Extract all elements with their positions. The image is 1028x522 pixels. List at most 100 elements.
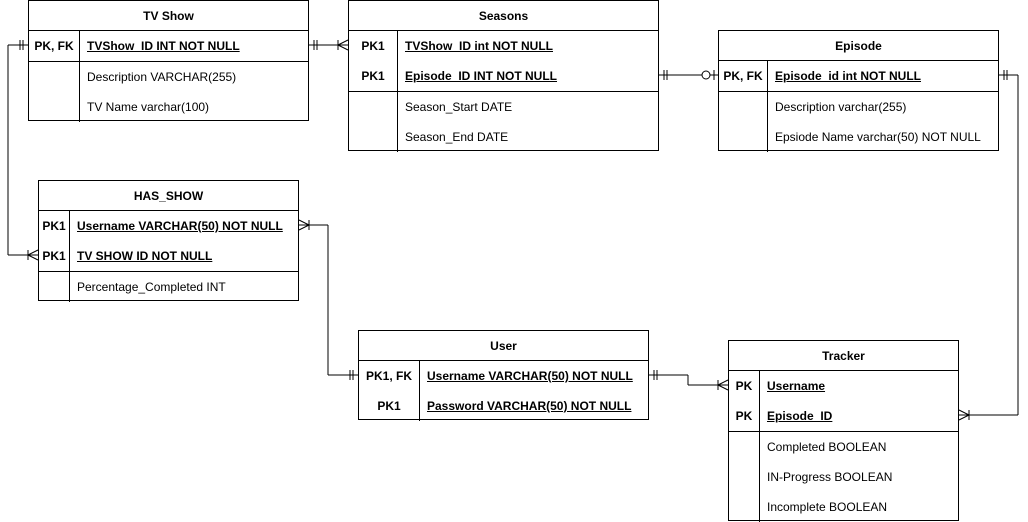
attribute-field: Description varchar(255) — [775, 100, 907, 114]
attribute-field: Description VARCHAR(255) — [87, 70, 237, 84]
key-row: PK1 Password VARCHAR(50) NOT NULL — [359, 391, 648, 421]
attribute-section: Percentage_Completed INT — [39, 272, 298, 302]
entity-title: User — [359, 331, 648, 361]
key-type: PK1 — [377, 399, 401, 413]
attribute-section: Completed BOOLEAN IN-Progress BOOLEAN Inco… — [729, 432, 958, 522]
crow-foot-marker — [27, 254, 39, 261]
entity-has-show[interactable]: HAS_SHOW PK1 Username VARCHAR(50) NOT NULL… — [38, 180, 299, 302]
key-field: Username VARCHAR(50) NOT NULL — [427, 369, 633, 383]
entity-title: Episode — [719, 31, 998, 61]
relationship-tv-show-to-seasons — [309, 39, 349, 51]
key-field: TV SHOW ID NOT NULL — [77, 249, 213, 263]
attribute-field: Epsiode Name varchar(50) NOT NULL — [775, 130, 981, 144]
attribute-row: Description VARCHAR(255) — [29, 62, 308, 92]
key-field: Password VARCHAR(50) NOT NULL — [427, 399, 632, 413]
attribute-section: Season_Start DATE Season_End DATE — [349, 92, 658, 152]
entity-title: Seasons — [349, 1, 658, 31]
zero-circle-marker — [701, 70, 711, 80]
crow-foot-marker — [958, 409, 970, 416]
key-type: PK1 — [42, 219, 66, 233]
crow-foot-marker — [27, 249, 39, 256]
key-type: PK — [735, 379, 753, 393]
attribute-row: TV Name varchar(100) — [29, 92, 308, 122]
key-row: PK1 TV SHOW ID NOT NULL — [39, 241, 298, 271]
crow-foot-marker — [337, 39, 349, 46]
attribute-field: TV Name varchar(100) — [87, 100, 210, 114]
key-column-divider — [767, 61, 768, 152]
key-field: Episode_ID INT NOT NULL — [405, 69, 558, 83]
key-column-divider — [759, 371, 760, 522]
key-field: Episode_id int NOT NULL — [775, 69, 921, 83]
entity-body: PK, FK TVShow_ID INT NOT NULL Description … — [29, 31, 308, 122]
key-column-divider — [419, 361, 420, 421]
attribute-field: Percentage_Completed INT — [77, 280, 226, 294]
crow-foot-marker — [298, 224, 310, 231]
crow-foot-marker — [337, 44, 349, 51]
key-row: PK1 TVShow_ID int NOT NULL — [349, 31, 658, 61]
attribute-field: Completed BOOLEAN — [767, 440, 887, 454]
attribute-row: IN-Progress BOOLEAN — [729, 462, 958, 492]
key-type: PK1 — [42, 249, 66, 263]
key-row: PK1, FK Username VARCHAR(50) NOT NULL — [359, 361, 648, 391]
entity-body: PK, FK Episode_id int NOT NULL Description… — [719, 61, 998, 152]
key-type: PK, FK — [723, 69, 763, 83]
attribute-row: Epsiode Name varchar(50) NOT NULL — [719, 122, 998, 152]
attribute-row: Percentage_Completed INT — [39, 272, 298, 302]
attribute-section: Description VARCHAR(255) TV Name varchar(… — [29, 62, 308, 122]
attribute-field: Season_End DATE — [405, 130, 509, 144]
key-column-divider — [397, 31, 398, 152]
attribute-field: IN-Progress BOOLEAN — [767, 470, 893, 484]
key-type: PK1 — [361, 39, 385, 53]
key-type: PK, FK — [34, 39, 74, 53]
crow-foot-marker — [717, 379, 729, 386]
relationship-user-to-tracker — [649, 370, 729, 391]
key-row: PK Username — [729, 371, 958, 401]
relationship-seasons-to-episode — [659, 70, 718, 80]
key-row: PK1 Episode_ID INT NOT NULL — [349, 61, 658, 91]
key-type: PK1 — [361, 69, 385, 83]
key-field: Episode_ID — [767, 409, 833, 423]
primary-key-section: PK, FK Episode_id int NOT NULL — [719, 61, 998, 92]
attribute-row: Completed BOOLEAN — [729, 432, 958, 462]
key-row: PK Episode_ID — [729, 401, 958, 431]
attribute-row: Incomplete BOOLEAN — [729, 492, 958, 522]
key-row: PK, FK Episode_id int NOT NULL — [719, 61, 998, 91]
key-column-divider — [69, 211, 70, 302]
key-type: PK1, FK — [365, 369, 412, 383]
attribute-field: Incomplete BOOLEAN — [767, 500, 888, 514]
attribute-section: Description varchar(255) Epsiode Name var… — [719, 92, 998, 152]
relationship-tv-show-to-has-show — [7, 40, 39, 261]
key-type: PK — [735, 409, 753, 423]
crow-foot-marker — [717, 384, 729, 391]
attribute-row: Description varchar(255) — [719, 92, 998, 122]
key-field: Username VARCHAR(50) NOT NULL — [77, 219, 283, 233]
key-row: PK1 Username VARCHAR(50) NOT NULL — [39, 211, 298, 241]
key-column-divider — [79, 31, 80, 122]
attribute-field: Season_Start DATE — [405, 100, 513, 114]
entity-title: HAS_SHOW — [39, 181, 298, 211]
primary-key-section: PK, FK TVShow_ID INT NOT NULL — [29, 31, 308, 62]
key-field: TVShow_ID INT NOT NULL — [87, 39, 240, 53]
key-field: TVShow_ID int NOT NULL — [405, 39, 553, 53]
attribute-row: Season_Start DATE — [349, 92, 658, 122]
relationship-has-show-to-user — [298, 219, 358, 380]
key-field: Username — [767, 379, 826, 393]
entity-title: Tracker — [729, 341, 958, 371]
entity-title: TV Show — [29, 1, 308, 31]
attribute-row: Season_End DATE — [349, 122, 658, 152]
crow-foot-marker — [298, 219, 310, 226]
primary-key-section: PK1 Username VARCHAR(50) NOT NULL PK1 TV SH… — [39, 211, 298, 272]
crow-foot-marker — [958, 414, 970, 421]
